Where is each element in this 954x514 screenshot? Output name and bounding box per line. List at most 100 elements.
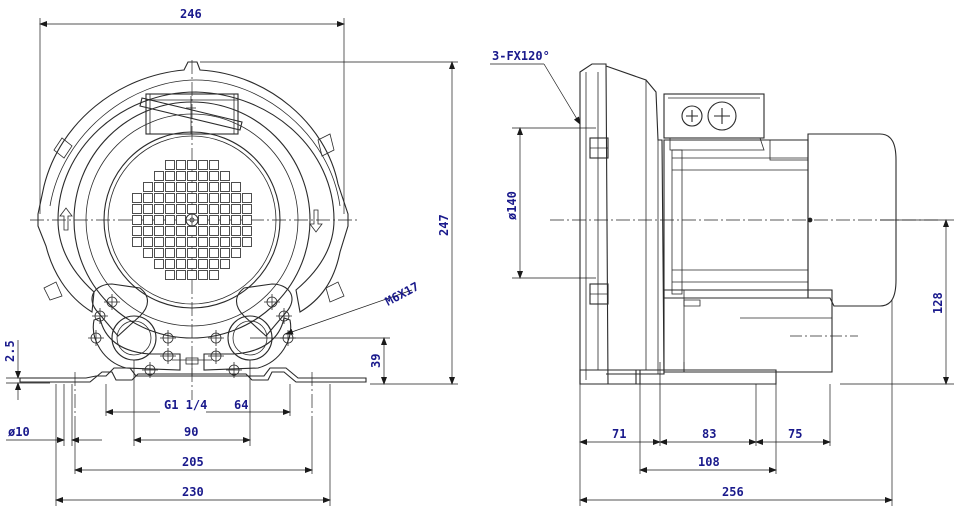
- grid-square: [198, 237, 208, 247]
- grid-square: [242, 204, 252, 214]
- grid-square: [143, 204, 153, 214]
- grid-square: [220, 259, 230, 269]
- bolt-cross: [264, 294, 280, 310]
- grid-square: [176, 215, 186, 225]
- grid-square: [176, 171, 186, 181]
- bolt-cross: [160, 348, 176, 364]
- grid-square: [209, 270, 219, 280]
- grid-square: [209, 259, 219, 269]
- grid-square: [220, 193, 230, 203]
- dim-foot-thickness: 2.5: [3, 340, 17, 362]
- grid-square: [187, 193, 197, 203]
- grid-square: [165, 171, 175, 181]
- dim-overall-height: 247: [437, 214, 451, 236]
- grid-square: [242, 237, 252, 247]
- dim-flange-dia: ø140: [505, 191, 519, 220]
- dim-overall-length: 256: [722, 485, 744, 499]
- grid-square: [132, 193, 142, 203]
- grid-square: [176, 248, 186, 258]
- dim-hole-dia: ø10: [8, 425, 30, 439]
- grid-square: [209, 182, 219, 192]
- cooling-grid: [132, 160, 252, 280]
- grid-square: [209, 248, 219, 258]
- dim-foot-hole-span: 205: [182, 455, 204, 469]
- grid-square: [220, 215, 230, 225]
- grid-square: [198, 160, 208, 170]
- grid-square: [231, 193, 241, 203]
- grid-square: [198, 193, 208, 203]
- grid-square: [231, 204, 241, 214]
- grid-square: [176, 237, 186, 247]
- grid-square: [176, 160, 186, 170]
- dim-port-thread: G1 1/4: [164, 398, 207, 412]
- grid-square: [198, 270, 208, 280]
- dim-port-spacing: 90: [184, 425, 198, 439]
- side-view: [550, 63, 940, 400]
- grid-square: [220, 204, 230, 214]
- grid-square: [242, 226, 252, 236]
- grid-square: [132, 237, 142, 247]
- grid-square: [187, 182, 197, 192]
- grid-square: [198, 171, 208, 181]
- dim-outlet-height: 39: [369, 354, 383, 368]
- grid-square: [187, 248, 197, 258]
- grid-square: [187, 237, 197, 247]
- grid-square: [198, 248, 208, 258]
- grid-square: [154, 193, 164, 203]
- grid-square: [165, 248, 175, 258]
- dim-hole-span: 83: [702, 427, 716, 441]
- grid-square: [176, 193, 186, 203]
- grid-square: [165, 270, 175, 280]
- grid-square: [220, 182, 230, 192]
- dim-front-offset: 71: [612, 427, 626, 441]
- bolt-cross: [88, 330, 104, 346]
- dim-flange-screw: M6X17: [383, 279, 421, 308]
- grid-square: [132, 226, 142, 236]
- grid-square: [198, 204, 208, 214]
- grid-square: [176, 204, 186, 214]
- grid-square: [165, 193, 175, 203]
- grid-square: [165, 160, 175, 170]
- grid-square: [154, 226, 164, 236]
- bolt-cross: [142, 362, 158, 378]
- grid-square: [220, 248, 230, 258]
- grid-square: [154, 248, 164, 258]
- grid-square: [143, 215, 153, 225]
- grid-square: [176, 259, 186, 269]
- grid-square: [209, 215, 219, 225]
- bolt-cross: [208, 348, 224, 364]
- dim-flange-holes: 3-FX120°: [492, 49, 550, 63]
- grid-square: [143, 226, 153, 236]
- grid-square: [231, 248, 241, 258]
- grid-square: [165, 204, 175, 214]
- grid-square: [187, 259, 197, 269]
- grid-square: [143, 248, 153, 258]
- grid-square: [176, 182, 186, 192]
- grid-square: [132, 215, 142, 225]
- grid-square: [187, 160, 197, 170]
- grid-square: [165, 215, 175, 225]
- grid-square: [209, 204, 219, 214]
- grid-square: [209, 193, 219, 203]
- grid-square: [187, 226, 197, 236]
- grid-square: [165, 259, 175, 269]
- bolt-cross: [104, 294, 120, 310]
- side-dimensions: 3-FX120° ø140 128 71 83 75 108 256: [490, 49, 954, 506]
- bolt-cross: [208, 330, 224, 346]
- grid-square: [209, 226, 219, 236]
- grid-square: [209, 171, 219, 181]
- front-view: [19, 60, 367, 420]
- grid-square: [198, 226, 208, 236]
- grid-square: [154, 215, 164, 225]
- grid-square: [154, 182, 164, 192]
- grid-square: [198, 182, 208, 192]
- grid-square: [220, 226, 230, 236]
- grid-square: [187, 204, 197, 214]
- grid-square: [231, 226, 241, 236]
- grid-square: [231, 215, 241, 225]
- grid-square: [198, 215, 208, 225]
- grid-square: [187, 270, 197, 280]
- grid-square: [176, 270, 186, 280]
- grid-square: [154, 237, 164, 247]
